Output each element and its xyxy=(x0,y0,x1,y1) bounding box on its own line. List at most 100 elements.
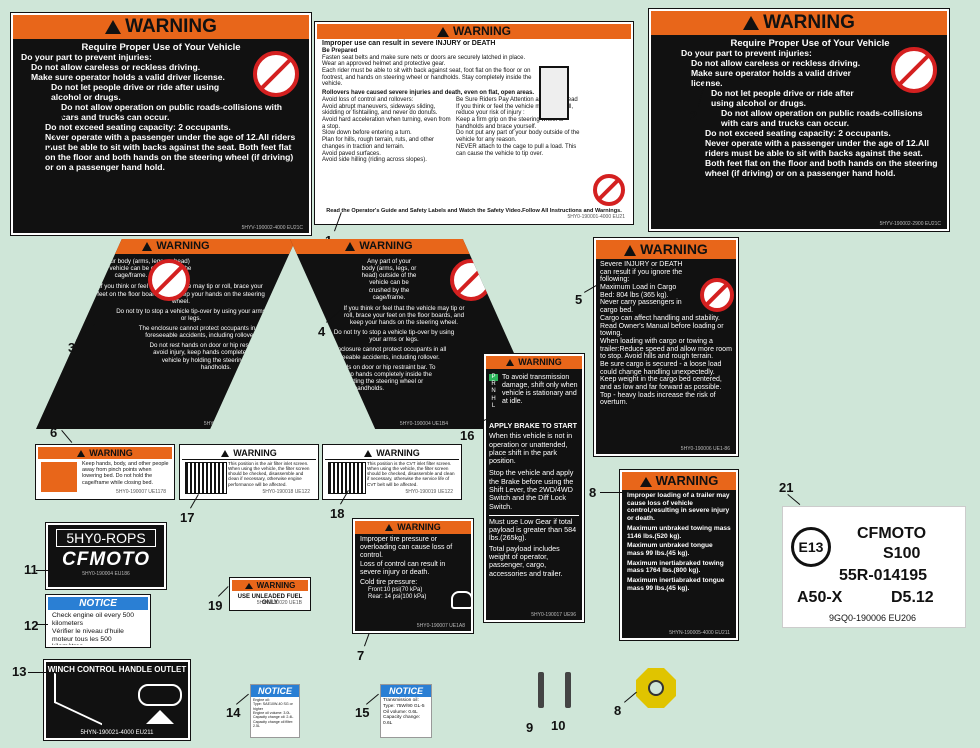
label-6: WARNING Keep hands, body, and other peop… xyxy=(35,444,175,500)
bullet-line: Do not exceed seating capacity: 2 occupa… xyxy=(45,121,231,132)
leader-line xyxy=(364,632,370,647)
approval-line-4a: A50-X xyxy=(797,589,843,606)
warning-triangle-icon xyxy=(345,241,356,251)
prep-line: Each rider must be able to sit with back… xyxy=(322,67,532,88)
warning-header-text: WARNING xyxy=(655,473,719,488)
gear-letter: R xyxy=(491,381,496,388)
label-5: WARNING Severe INJURY or DEATH can resul… xyxy=(593,237,739,457)
label-code: 5HYV-190002-4000 EU21C xyxy=(241,225,303,231)
warning-header: WARNING xyxy=(36,239,296,254)
oil-line: Engine oil volume: 3.0L xyxy=(253,710,291,715)
label-code: 9GQ0-190006 EU206 xyxy=(829,613,917,623)
warning-header: WARNING xyxy=(290,239,548,254)
gear-letter: N xyxy=(491,388,496,395)
warning-header: WARNING xyxy=(325,447,459,460)
warning-header: WARNING xyxy=(13,15,309,39)
column-line: Avoid abrupt maneuvers, sideways sliding… xyxy=(322,103,438,117)
label-title: Require Proper Use of Your Vehicle xyxy=(730,38,890,49)
callout-21: 21 xyxy=(779,480,794,495)
cage-crush-symbol-icon xyxy=(450,259,492,301)
label-code: 5HY0-190004 EU186 xyxy=(82,571,130,577)
callout-10-b: 10 xyxy=(551,718,566,733)
warning-header-text: WARNING xyxy=(763,12,855,33)
column-title: Avoid loss of control and rollovers: xyxy=(322,96,414,103)
filter-screen-icon xyxy=(328,462,366,494)
oil-line: Capacity change oil filter: 2.5L xyxy=(253,719,294,728)
bullet-line: Must use Low Gear if total payload is gr… xyxy=(489,514,579,543)
callout-17: 16 xyxy=(460,428,475,443)
label-code: 5HYN-190005-4000 EU211 xyxy=(669,630,730,636)
warning-triangle-icon xyxy=(364,450,373,458)
callout-9: 8 xyxy=(614,703,622,718)
leader-line xyxy=(36,570,48,571)
notice-french: Vérifier le niveau d'huile moteur tous l… xyxy=(52,628,124,647)
label-code: 5HY0-190019 UE122 xyxy=(405,489,453,495)
label-paragraph: Improper tire pressure or overloading ca… xyxy=(360,536,453,559)
be-prepared-heading: Be Prepared xyxy=(322,47,358,54)
label-17: WARNING P R N H L To avoid transmission … xyxy=(483,353,585,623)
bullet-line: Maximum Load in Cargo Bed: 804 lbs (365 … xyxy=(600,284,677,299)
leader-line xyxy=(236,693,249,705)
label-paragraph: The enclosure cannot protect occupants i… xyxy=(321,346,447,361)
no-driving-symbol-icon xyxy=(891,47,937,93)
bullet-line: Be sure cargo is secured - a loose load … xyxy=(600,360,722,376)
leader-line xyxy=(36,624,48,625)
plug-cable-icon xyxy=(54,672,102,726)
no-arm-outside-icon xyxy=(593,174,625,206)
column-line: Keep a firm grip on the steering wheel o… xyxy=(456,117,565,130)
cold-pressure-heading: Cold tire pressure: xyxy=(360,579,418,587)
label-code: 5HYN-190021-4000 EU211 xyxy=(80,730,154,736)
tire-pressure-icon xyxy=(451,591,471,609)
notice-header: NOTICE xyxy=(381,685,431,697)
callout-20: 19 xyxy=(208,598,223,613)
label-headline: Severe INJURY or DEATH can result if you… xyxy=(600,261,683,284)
warning-header-text: WARNING xyxy=(518,357,562,367)
warning-triangle-icon xyxy=(221,450,230,458)
column-line: NEVER attach to the cage to pull a load.… xyxy=(456,143,577,157)
rivet-icon xyxy=(565,672,571,708)
no-driving-symbol-icon xyxy=(253,51,299,97)
connector-socket-icon xyxy=(138,684,182,706)
warning-triangle-icon xyxy=(506,359,515,367)
bullet-line: Do not allow operation on public roads-c… xyxy=(721,107,923,128)
bullet-line: Maximum unbraked tongue mass 99 lbs.(45 … xyxy=(627,542,713,557)
oil-line: Transmission oil: xyxy=(383,698,419,703)
bullet-line: Do not allow operation on public roads-c… xyxy=(61,101,283,122)
leader-line xyxy=(366,693,379,705)
prep-line: Wear an approved helmet and protective g… xyxy=(322,61,446,68)
label-19: WARNING This position is the CVT inlet f… xyxy=(322,444,462,500)
warning-header: WARNING xyxy=(622,472,736,490)
callout-13: 12 xyxy=(24,618,39,633)
approval-line-4b: D5.12 xyxy=(891,589,934,606)
label-paragraph: Loss of control can result in severe inj… xyxy=(360,561,446,577)
callout-2-left: 2 xyxy=(46,140,54,155)
label-text: Keep hands, body, and other people away … xyxy=(82,461,169,486)
rivet-icon xyxy=(538,672,544,708)
label-intro: Do your part to prevent injuries: xyxy=(21,52,152,63)
leader-line xyxy=(61,430,73,443)
label-text: This position is the air filter inlet sc… xyxy=(228,461,310,487)
callout-18: 17 xyxy=(180,510,195,525)
bullet-list-2: Do not allow operation on public roads-c… xyxy=(681,107,939,129)
callout-19: 18 xyxy=(330,506,345,521)
warning-header: WARNING xyxy=(182,447,316,460)
label-headline: Improper use can result in severe INJURY… xyxy=(322,40,496,47)
bullet-line: Do not allow careless or reckless drivin… xyxy=(691,57,861,68)
warning-header-text: WARNING xyxy=(376,448,420,458)
oil-line: Capacity change: 0.6L xyxy=(383,715,421,726)
label-top-text: To avoid transmission damage, shift only… xyxy=(502,374,578,406)
warning-triangle-icon xyxy=(142,241,153,251)
cage-crush-symbol-icon xyxy=(148,259,190,301)
prep-line: Fasten seat belts and make sure nets or … xyxy=(322,54,526,61)
label-text: This position is the CVT inlet filter sc… xyxy=(367,461,455,487)
warning-header: WARNING xyxy=(486,356,582,369)
leader-line xyxy=(28,672,46,673)
rops-code-text: 5HY0-ROPS xyxy=(56,529,156,547)
left-column: Avoid loss of control and rollovers: Avo… xyxy=(322,97,452,164)
pinch-hand-icon xyxy=(41,462,77,492)
warning-triangle-icon xyxy=(639,476,652,487)
label-20: WARNING USE UNLEADED FUEL ONLY 5HY0-1900… xyxy=(229,577,311,611)
oil-line: Type: 75W/90 GL-5 xyxy=(383,703,425,709)
e-mark-circle: E13 xyxy=(791,527,831,567)
rear-pressure: Rear: 14 psi(100 kPa) xyxy=(368,593,427,600)
